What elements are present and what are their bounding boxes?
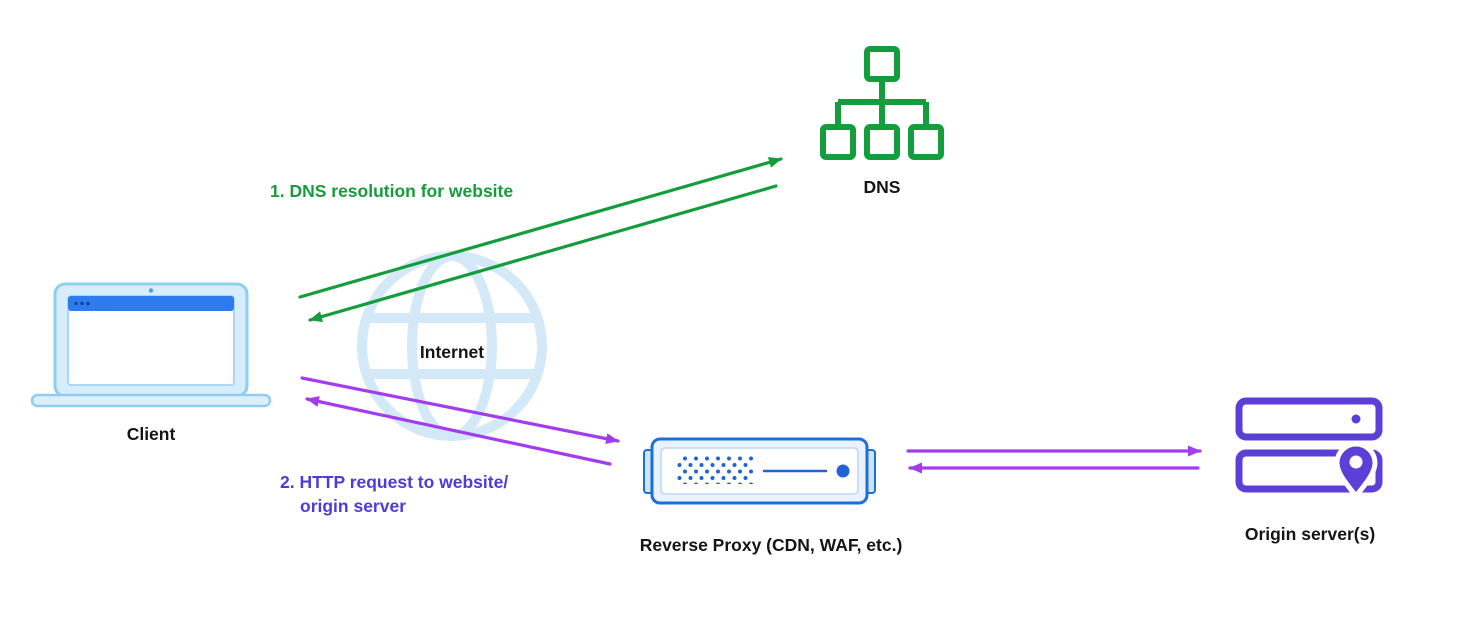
laptop-browser-bar (68, 296, 234, 311)
arrow-client-to-proxy (300, 376, 620, 445)
proxy-power-dot (836, 464, 850, 478)
arrow-proxy-to-client (305, 396, 612, 466)
globe-icon (357, 251, 547, 441)
reverse-proxy-label: Reverse Proxy (CDN, WAF, etc.) (640, 535, 903, 555)
location-pin-icon (1334, 441, 1378, 499)
laptop-window-dots (74, 301, 90, 306)
laptop-base (30, 393, 272, 408)
client-label: Client (127, 424, 176, 444)
dns-leaf-left (820, 124, 856, 160)
internet-label: Internet (420, 342, 484, 362)
laptop-icon (30, 282, 272, 408)
server-stack-location-pin-icon (1235, 397, 1383, 499)
dns-leaf-center (864, 124, 900, 160)
arrow-dns-to-client (308, 184, 778, 322)
dns-root-node (864, 46, 900, 82)
origin-server-led (1351, 414, 1361, 424)
laptop-camera-dot (148, 288, 154, 293)
arrow-client-to-dns (298, 157, 783, 299)
step1-label: 1. DNS resolution for website (270, 181, 513, 201)
origin-server-top (1235, 397, 1383, 441)
origin-server-bottom (1235, 449, 1383, 493)
proxy-server-icon (643, 437, 876, 505)
origin-label: Origin server(s) (1245, 524, 1375, 544)
network-tree-icon (820, 46, 944, 160)
step2-label-line2: origin server (300, 496, 406, 516)
arrows-client-proxy (300, 376, 620, 466)
step2-label-line1: 2. HTTP request to website/ (280, 472, 508, 492)
arrows-proxy-origin (906, 445, 1202, 474)
globe-meridian (407, 251, 497, 441)
proxy-led-grid (676, 456, 753, 484)
dns-leaf-right (908, 124, 944, 160)
location-pin-hole (1349, 455, 1363, 469)
dns-label: DNS (864, 177, 901, 197)
arrows-client-dns (298, 157, 783, 322)
